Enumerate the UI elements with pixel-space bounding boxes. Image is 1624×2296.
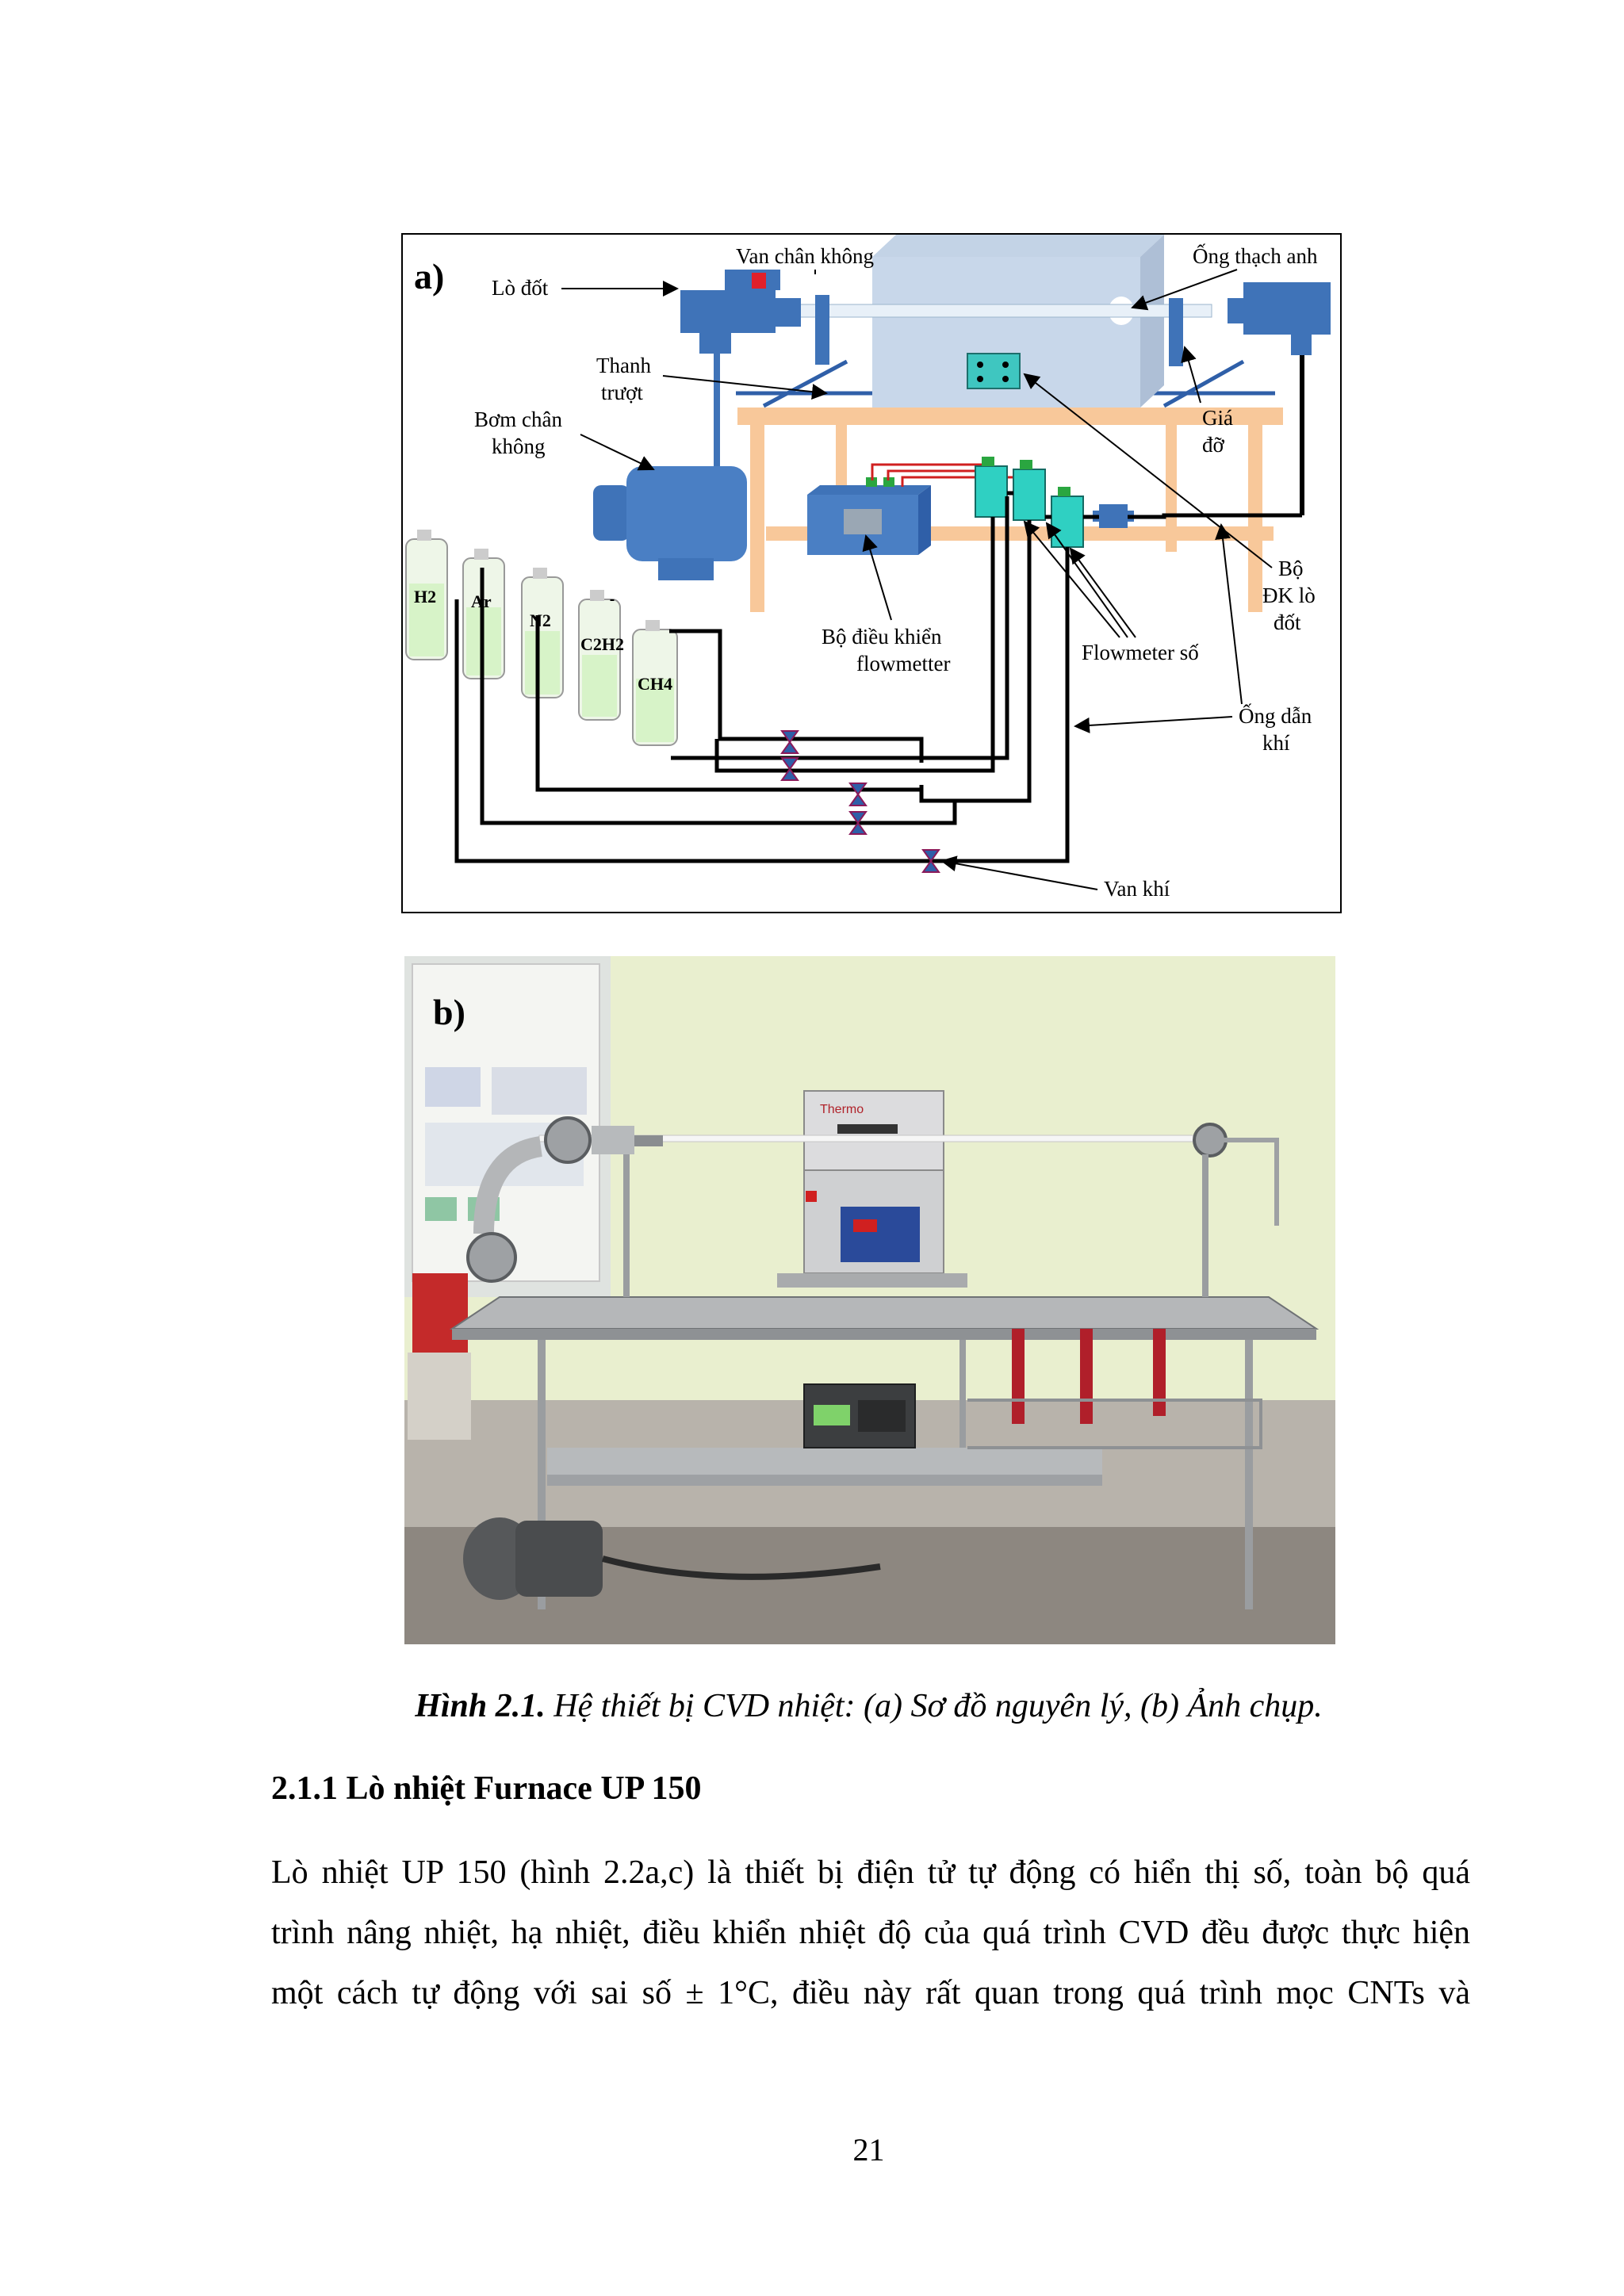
- quartz-tube: [799, 304, 1212, 318]
- cvd-schematic: a): [405, 235, 1331, 901]
- figure-b-photo: b) Thermo: [404, 956, 1335, 1644]
- furnace-brand: Thermo: [820, 1103, 864, 1116]
- tube-furnace: Thermo: [777, 1090, 967, 1288]
- label-bom-chan-khong-1: Bơm chân: [474, 408, 563, 431]
- label-bo-dk-lo-dot-1: Bộ: [1278, 557, 1304, 580]
- label-gia-do-1: Giá: [1202, 406, 1233, 430]
- paragraph-line-3: một cách tự động với sai số ± 1°C, điều …: [271, 1975, 1470, 2011]
- svg-text:N2: N2: [530, 610, 551, 630]
- left-vacuum-assembly: [680, 270, 829, 487]
- caption-label: Hình 2.1.: [415, 1688, 546, 1724]
- label-thanh-truot-1: Thanh: [596, 354, 651, 377]
- left-fittings: [466, 1116, 663, 1297]
- figure-a-diagram: a): [401, 233, 1342, 913]
- label-lo-dot: Lò đốt: [492, 276, 549, 300]
- flow-controller-device: [803, 1383, 916, 1448]
- label-bo-dieu-khien-2: flowmetter: [856, 652, 950, 675]
- gas-valves: [780, 730, 940, 873]
- gas-bottles: H2 Ar N2 C2H2 CH4: [405, 530, 678, 746]
- svg-text:CH4: CH4: [638, 674, 672, 694]
- paragraph-line-1: Lò nhiệt UP 150 (hình 2.2a,c) là thiết b…: [271, 1854, 1470, 1891]
- vacuum-pump: [593, 466, 747, 580]
- paragraph-line-2: trình nâng nhiệt, hạ nhiệt, điều khiển n…: [271, 1915, 1470, 1951]
- right-vacuum-assembly: [1169, 282, 1331, 515]
- figure-caption: Hình 2.1. Hệ thiết bị CVD nhiệt: (a) Sơ …: [0, 1687, 1624, 1725]
- label-ong-dan-khi-1: Ống dẫn: [1239, 703, 1312, 728]
- page-number: 21: [852, 2132, 885, 2168]
- label-ong-dan-khi-2: khí: [1262, 731, 1290, 755]
- panel-label-a: a): [414, 256, 444, 297]
- label-gia-do-2: đỡ: [1202, 433, 1225, 457]
- right-fittings: [1193, 1123, 1279, 1297]
- svg-text:C2H2: C2H2: [580, 634, 624, 654]
- label-van-chan-khong: Van chân không: [736, 244, 874, 268]
- steel-table: [449, 1296, 1320, 1609]
- diagram-labels: Van chân không Ống thạch anh Lò đốt Than…: [474, 243, 1318, 901]
- furnace-box: [872, 235, 1164, 408]
- flowmeter-controller: [807, 477, 931, 555]
- label-ong-thach-anh: Ống thạch anh: [1193, 243, 1318, 268]
- label-flowmeter-so: Flowmeter số: [1082, 641, 1199, 664]
- panel-label-b: b): [433, 992, 465, 1032]
- gas-manifold-lines: [454, 491, 1302, 863]
- label-bo-dk-lo-dot-2: ĐK lò: [1262, 584, 1316, 607]
- gas-bottle-ch4: CH4: [632, 620, 678, 746]
- vacuum-pump-photo: [463, 1517, 881, 1600]
- gas-bottle-h2: H2: [405, 530, 448, 660]
- label-bo-dk-lo-dot-3: đốt: [1274, 610, 1301, 634]
- label-bom-chan-khong-2: không: [492, 434, 546, 458]
- svg-text:H2: H2: [414, 587, 436, 607]
- label-bo-dieu-khien-1: Bộ điều khiển: [822, 625, 942, 649]
- label-thanh-truot-2: trượt: [601, 381, 643, 404]
- caption-text: Hệ thiết bị CVD nhiệt: (a) Sơ đồ nguyên …: [545, 1688, 1323, 1724]
- label-van-khi: Van khí: [1104, 877, 1170, 901]
- gas-bottle-n2: N2: [521, 568, 564, 698]
- bottle-lines: [480, 568, 957, 825]
- cvd-photo-illustration: b) Thermo: [404, 956, 1335, 1644]
- section-heading: 2.1.1 Lò nhiệt Furnace UP 150: [271, 1770, 702, 1807]
- flowmeters-photo: [967, 1329, 1262, 1449]
- red-cabinet: [412, 1273, 468, 1353]
- gas-bottle-c2h2: C2H2: [578, 590, 624, 721]
